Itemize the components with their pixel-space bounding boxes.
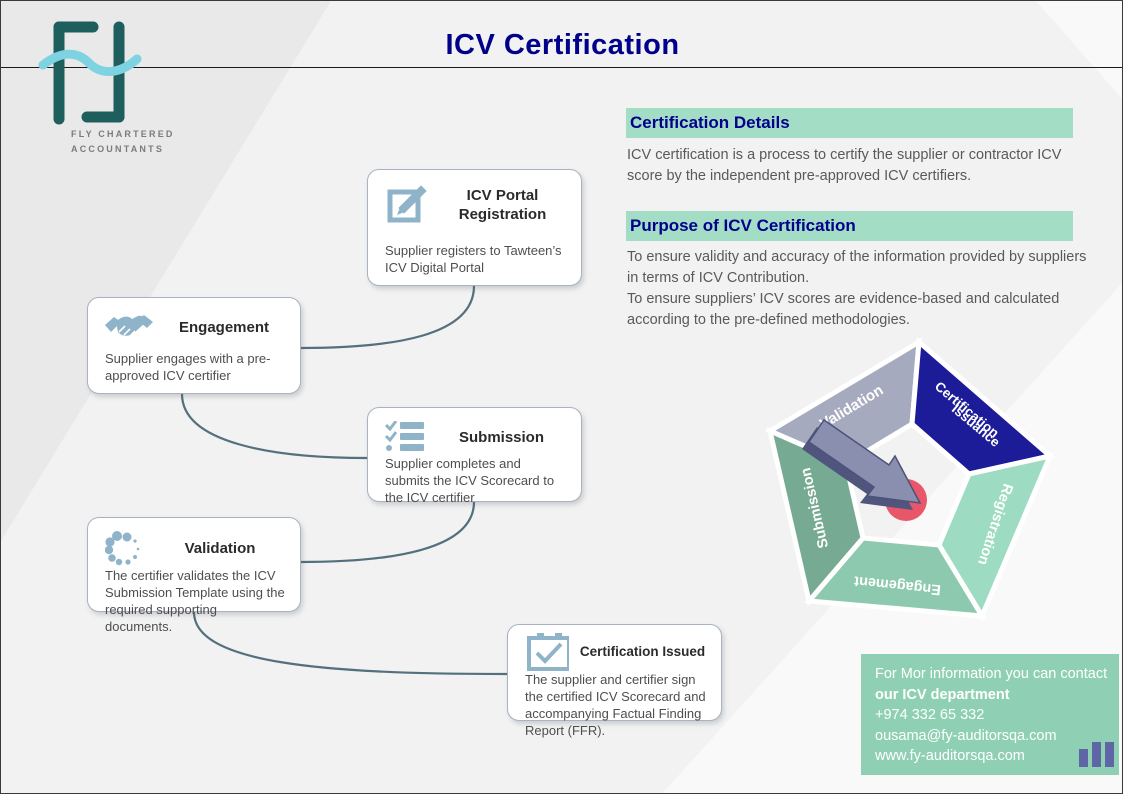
calendar-check-icon [527, 633, 569, 671]
pentagon-label-registration: Registration [974, 482, 1015, 567]
contact-line-1: For Mor information you can contact [875, 666, 1108, 682]
center-arrow-icon [807, 418, 922, 504]
center-arrow-shadow [802, 427, 913, 510]
pentagon-segment-engagement [803, 535, 987, 619]
step-title: Engagement [178, 319, 269, 337]
pentagon-segment-submission [766, 426, 866, 607]
pentagon-label-submission: Submission [798, 466, 832, 550]
flow-step-submission: Submission Supplier completes and submit… [367, 407, 582, 505]
connector-registration-to-engagement [300, 285, 476, 350]
step-description: Supplier engages with a pre-approved ICV… [105, 350, 271, 383]
step-description: The certifier validates the ICV Submissi… [105, 568, 285, 635]
flow-step-certification-issued: Certification Issued The supplier and ce… [507, 624, 722, 738]
section-heading-purpose: Purpose of ICV Certification [626, 211, 1073, 241]
flow-step-engagement: Engagement Supplier engages with a pre-a… [87, 297, 301, 394]
edit-icon [387, 185, 427, 223]
step-title: Validation [184, 540, 256, 558]
fy-logo: FLY CHARTERED ACCOUNTANTS [31, 7, 181, 157]
pentagon-label-engagement: Engagement [853, 572, 941, 597]
pentagon-label-certification-line2: Issuance [949, 401, 1003, 450]
bars-icon [1079, 742, 1114, 767]
purpose-line-2: To ensure suppliers’ ICV scores are evid… [627, 291, 1060, 329]
purpose-line-1: To ensure validity and accuracy of the i… [627, 249, 1087, 287]
section-body-certification-details: ICV certification is a process to certif… [627, 147, 1062, 185]
step-description: Supplier registers to Tawteen’s ICV Digi… [385, 242, 562, 275]
fy-logo-mark-icon [38, 21, 142, 125]
page-title: ICV Certification [445, 29, 680, 61]
contact-email: ousama@fy-auditorsqa.com [875, 727, 1057, 744]
pentagon-segment-registration [936, 452, 1055, 622]
step-title: Submission [458, 429, 544, 447]
contact-phone: +974 332 65 332 [875, 707, 985, 724]
section-heading-certification-details: Certification Details [626, 108, 1073, 138]
step-title: Certification Issued [579, 644, 706, 660]
pentagon-center-dot [885, 479, 927, 521]
pentagon-label-certification-line1: Certification [932, 378, 1002, 440]
logo-text-line2: ACCOUNTANTS [71, 144, 165, 154]
spinner-dots-icon [105, 531, 140, 566]
flow-step-icv-portal-registration: ICV Portal Registration Supplier registe… [367, 169, 582, 286]
checklist-icon [385, 421, 424, 451]
contact-website: www.fy-auditorsqa.com [875, 748, 1025, 765]
step-description: Supplier completes and submits the ICV S… [385, 456, 555, 506]
connector-submission-to-validation [300, 501, 476, 564]
pentagon-segment-certification-issuance [909, 336, 1056, 477]
connector-engagement-to-submission [180, 393, 368, 460]
flow-step-validation: Validation The certifier validates the I… [87, 517, 301, 634]
logo-text-line1: FLY CHARTERED [71, 129, 175, 139]
contact-info-box: For Mor information you can contact our … [861, 654, 1119, 775]
step-description: The supplier and certifier sign the cert… [525, 672, 706, 739]
pentagon-segment-validation [764, 337, 922, 467]
pentagon-label-validation: Validation [817, 382, 886, 433]
handshake-icon [105, 315, 153, 337]
step-title: ICV Portal Registration [458, 186, 547, 224]
section-body-purpose: To ensure validity and accuracy of the i… [627, 247, 1095, 331]
contact-line-2: our ICV department [875, 686, 1010, 703]
header-divider-line [1, 67, 1122, 68]
